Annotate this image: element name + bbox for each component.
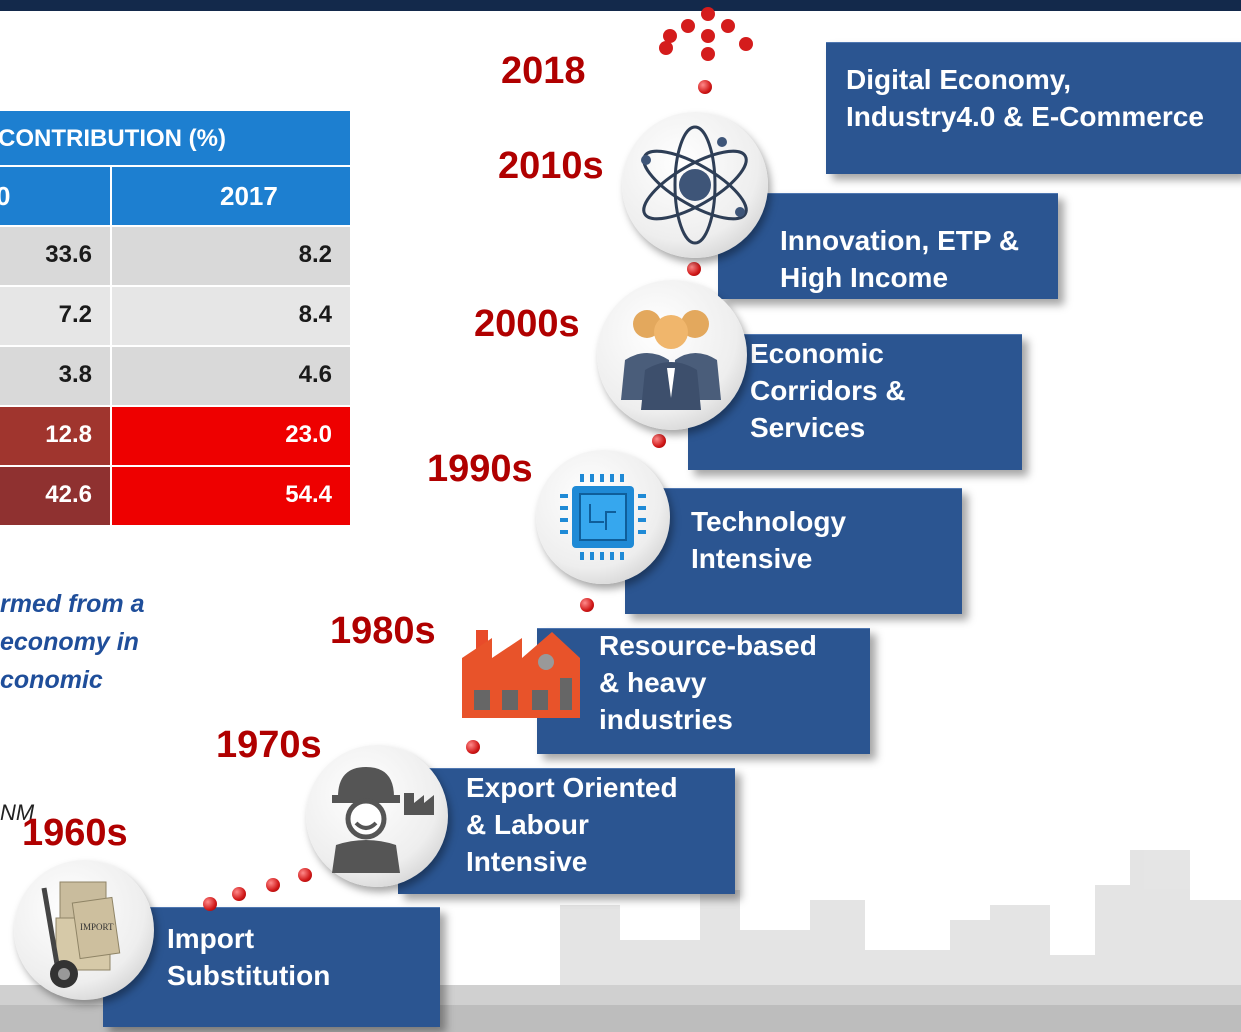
svg-text:IMPORT: IMPORT: [80, 922, 114, 932]
stage-label: Resource-based & heavy industries: [599, 630, 817, 735]
path-dot: [203, 897, 217, 911]
stage-box-1980s: Resource-based & heavy industries: [537, 628, 870, 754]
path-dot: [232, 887, 246, 901]
year-label-1980s: 1980s: [330, 610, 436, 652]
stage-box-1960s: Import Substitution: [103, 907, 440, 1027]
path-dot: [298, 868, 312, 882]
path-dot: [652, 434, 666, 448]
path-dot: [698, 80, 712, 94]
factory-icon: [462, 618, 580, 722]
description-line: economy in: [0, 628, 139, 656]
table-cell: 42.6: [0, 467, 112, 525]
table-cell: 8.2: [112, 227, 350, 285]
stage-box-1990s: Technology Intensive: [625, 488, 962, 614]
year-label-2000s: 2000s: [474, 303, 580, 345]
table-row: 7.2 8.4: [0, 285, 350, 345]
description-line: conomic: [0, 666, 103, 694]
path-dot: [466, 740, 480, 754]
stage-label: Import Substitution: [167, 923, 331, 991]
table-cell: 3.8: [0, 347, 112, 405]
worker-factory-icon: [306, 745, 448, 887]
table-row: 3.8 4.6: [0, 345, 350, 405]
dots-cluster-icon: [659, 7, 753, 61]
description-line: rmed from a: [0, 590, 145, 618]
business-people-icon: [597, 280, 747, 430]
table-cell: 4.6: [112, 347, 350, 405]
atom-icon: [622, 112, 768, 258]
table-row: 42.6 54.4: [0, 465, 350, 525]
table-cell: 8.4: [112, 287, 350, 345]
table-cell: 7.2: [0, 287, 112, 345]
import-trolley-icon: IMPORT: [14, 860, 154, 1000]
stage-box-1970s: Export Oriented & Labour Intensive: [398, 768, 735, 894]
description-text: rmed from a economy in conomic: [0, 585, 144, 699]
table-cell: 33.6: [0, 227, 112, 285]
source-fragment: NM: [0, 800, 35, 825]
column-header-1: 0: [0, 167, 112, 225]
path-dot: [266, 878, 280, 892]
table-row: 12.8 23.0: [0, 405, 350, 465]
column-header-2017: 2017: [220, 181, 278, 211]
stage-box-2018: Digital Economy, Industry4.0 & E-Commerc…: [826, 42, 1241, 174]
microchip-icon: [536, 450, 670, 584]
year-label-2018: 2018: [501, 50, 586, 92]
table-cell: 12.8: [0, 407, 112, 465]
stage-label: Digital Economy, Industry4.0 & E-Commerc…: [846, 64, 1204, 132]
stage-label: Export Oriented & Labour Intensive: [466, 772, 678, 877]
stage-box-2010s: Innovation, ETP & High Income: [718, 193, 1058, 299]
path-dot: [687, 262, 701, 276]
stage-label: Innovation, ETP & High Income: [780, 225, 1020, 293]
stage-label: Technology Intensive: [691, 506, 847, 574]
contribution-table: CONTRIBUTION (%) 0 2017 33.6 8.2 7.2 8.4…: [0, 111, 350, 525]
year-label-1990s: 1990s: [427, 448, 533, 490]
table-row: 33.6 8.2: [0, 225, 350, 285]
table-cell: 23.0: [112, 407, 350, 465]
year-label-1970s: 1970s: [216, 724, 322, 766]
table-column-headers: 0 2017: [0, 167, 350, 225]
table-header: CONTRIBUTION (%): [0, 111, 350, 167]
top-bar: [0, 0, 1241, 11]
year-label-2010s: 2010s: [498, 145, 604, 187]
year-label-1960s: 1960s: [22, 812, 128, 854]
path-dot: [580, 598, 594, 612]
stage-label: Economic Corridors & Services: [750, 338, 906, 443]
table-cell: 54.4: [112, 467, 350, 525]
